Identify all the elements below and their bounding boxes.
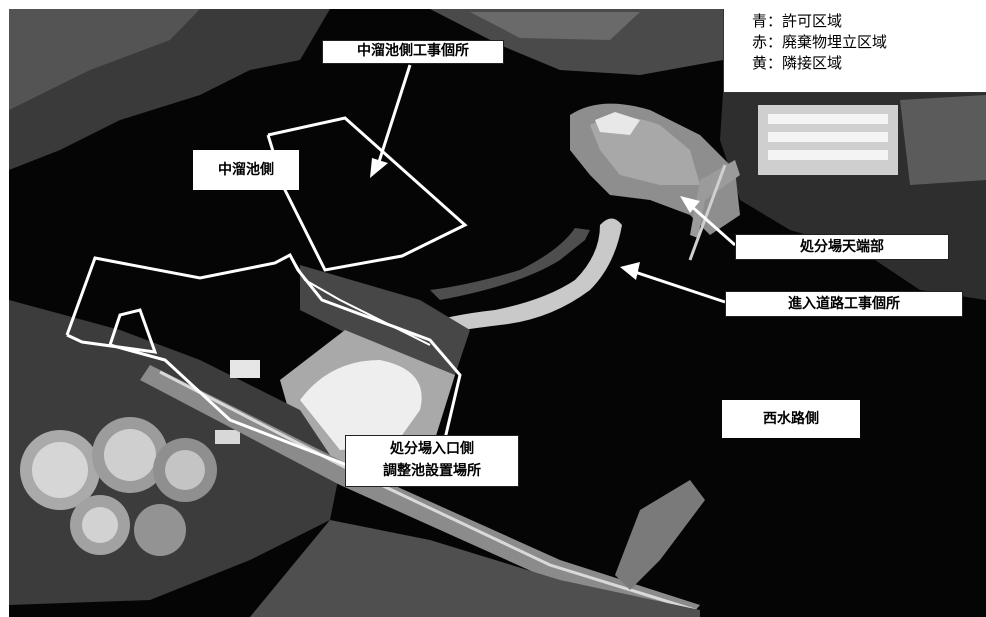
label-nakadome-side: 中溜池側 (193, 150, 299, 190)
arrow-top-section (680, 196, 736, 247)
legend-item-permit: 青：許可区域 (752, 12, 843, 30)
label-entrance-pond-line1: 処分場入口側 (390, 441, 474, 457)
label-entrance-pond-line2: 調整池設置場所 (383, 463, 481, 479)
label-entrance-pond: 処分場入口側 調整池設置場所 (345, 435, 519, 487)
embankment-line (289, 254, 431, 346)
arrow-nakadome-works (370, 64, 412, 178)
circular-tanks (20, 417, 217, 556)
label-top-section: 処分場天端部 (735, 234, 949, 260)
terrain-central-strip (300, 265, 470, 375)
terrain-bottom (250, 520, 700, 617)
label-access-road-works: 進入道路工事個所 (725, 291, 963, 317)
legend-item-landfill: 赤：廃棄物埋立区域 (752, 33, 888, 51)
legend-item-adjacent: 黄：隣接区域 (752, 54, 843, 72)
arrow-access-road (620, 262, 726, 304)
label-nakadome-works: 中溜池側工事個所 (322, 40, 504, 64)
label-west-channel-side: 西水路側 (722, 400, 860, 438)
legend: 青：許可区域 赤：廃棄物埋立区域 黄：隣接区域 (723, 9, 986, 93)
nakadome-boundary (266, 116, 468, 272)
